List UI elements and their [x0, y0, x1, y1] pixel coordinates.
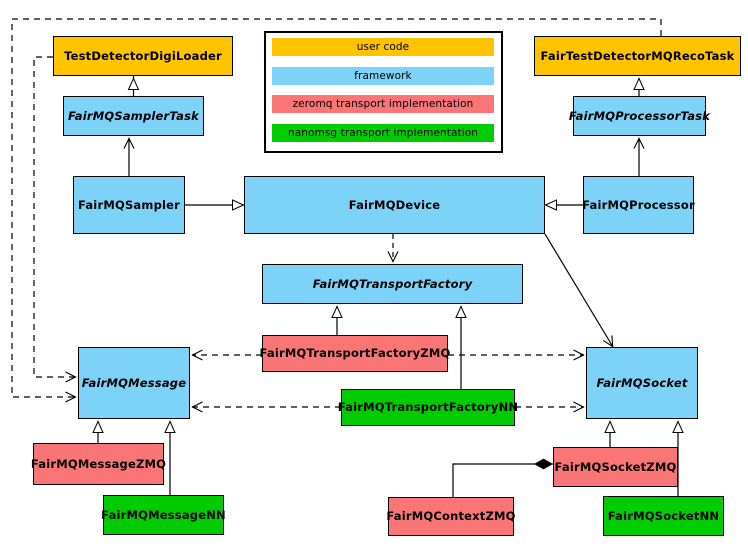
node-label: FairMQTransportFactoryZMQ — [259, 346, 451, 361]
node-FairMQTransportFactoryZMQ[interactable]: FairMQTransportFactoryZMQ — [259, 335, 451, 372]
node-FairMQSocket[interactable]: FairMQSocket — [586, 347, 698, 419]
node-FairMQMessageZMQ[interactable]: FairMQMessageZMQ — [30, 443, 167, 485]
edge-device-to-socket — [544, 233, 614, 348]
node-FairMQContextZMQ[interactable]: FairMQContextZMQ — [386, 497, 516, 536]
node-label: FairMQProcessor — [582, 197, 695, 212]
node-FairMQTransportFactoryNN[interactable]: FairMQTransportFactoryNN — [338, 389, 518, 426]
node-label: FairMQDevice — [348, 197, 441, 212]
edge-contextzmq-to-socketzmq — [452, 464, 553, 497]
node-label: TestDetectorDigiLoader — [64, 48, 222, 63]
legend-label: nanomsg transport implementation — [287, 127, 479, 139]
node-label: FairMQContextZMQ — [386, 509, 516, 524]
node-FairMQSocketZMQ[interactable]: FairMQSocketZMQ — [553, 447, 678, 487]
legend-item-user-code: user code — [272, 38, 494, 56]
edge-digiloader-to-message-routed — [33, 56, 77, 383]
edge-recotask-to-message-routed — [11, 18, 662, 403]
node-label: FairMQTransportFactory — [312, 276, 473, 291]
legend-item-zeromq: zeromq transport implementation — [272, 95, 494, 113]
node-FairMQMessage[interactable]: FairMQMessage — [78, 347, 190, 419]
node-TestDetectorDigiLoader[interactable]: TestDetectorDigiLoader — [53, 36, 233, 76]
node-label: FairMQTransportFactoryNN — [337, 400, 519, 415]
node-FairMQProcessorTask[interactable]: FairMQProcessorTask — [569, 96, 710, 136]
node-label: FairMQSocket — [596, 375, 688, 390]
node-FairMQDevice[interactable]: FairMQDevice — [244, 176, 545, 234]
node-label: FairMQSamplerTask — [68, 108, 199, 123]
node-FairMQSamplerTask[interactable]: FairMQSamplerTask — [63, 96, 204, 136]
node-label: FairMQSampler — [77, 197, 181, 212]
node-FairMQSampler[interactable]: FairMQSampler — [73, 176, 185, 234]
node-label: FairMQMessage — [81, 375, 187, 390]
node-label: FairMQMessageZMQ — [30, 456, 167, 471]
node-FairTestDetectorMQRecoTask[interactable]: FairTestDetectorMQRecoTask — [534, 36, 741, 76]
legend-label: framework — [354, 70, 412, 82]
node-FairMQSocketNN[interactable]: FairMQSocketNN — [603, 496, 724, 536]
legend-label: zeromq transport implementation — [292, 98, 474, 110]
node-label: FairMQMessageNN — [101, 507, 226, 522]
node-label: FairMQSocketZMQ — [554, 459, 677, 474]
node-label: FairMQProcessorTask — [568, 108, 711, 123]
node-label: FairMQSocketNN — [607, 508, 720, 523]
legend-label: user code — [356, 41, 410, 53]
legend-item-nanomsg: nanomsg transport implementation — [272, 124, 494, 142]
node-FairMQMessageNN[interactable]: FairMQMessageNN — [101, 495, 226, 535]
legend-item-framework: framework — [272, 67, 494, 85]
node-label: FairTestDetectorMQRecoTask — [540, 48, 735, 63]
node-FairMQTransportFactory[interactable]: FairMQTransportFactory — [262, 264, 523, 304]
node-FairMQProcessor[interactable]: FairMQProcessor — [582, 176, 695, 234]
